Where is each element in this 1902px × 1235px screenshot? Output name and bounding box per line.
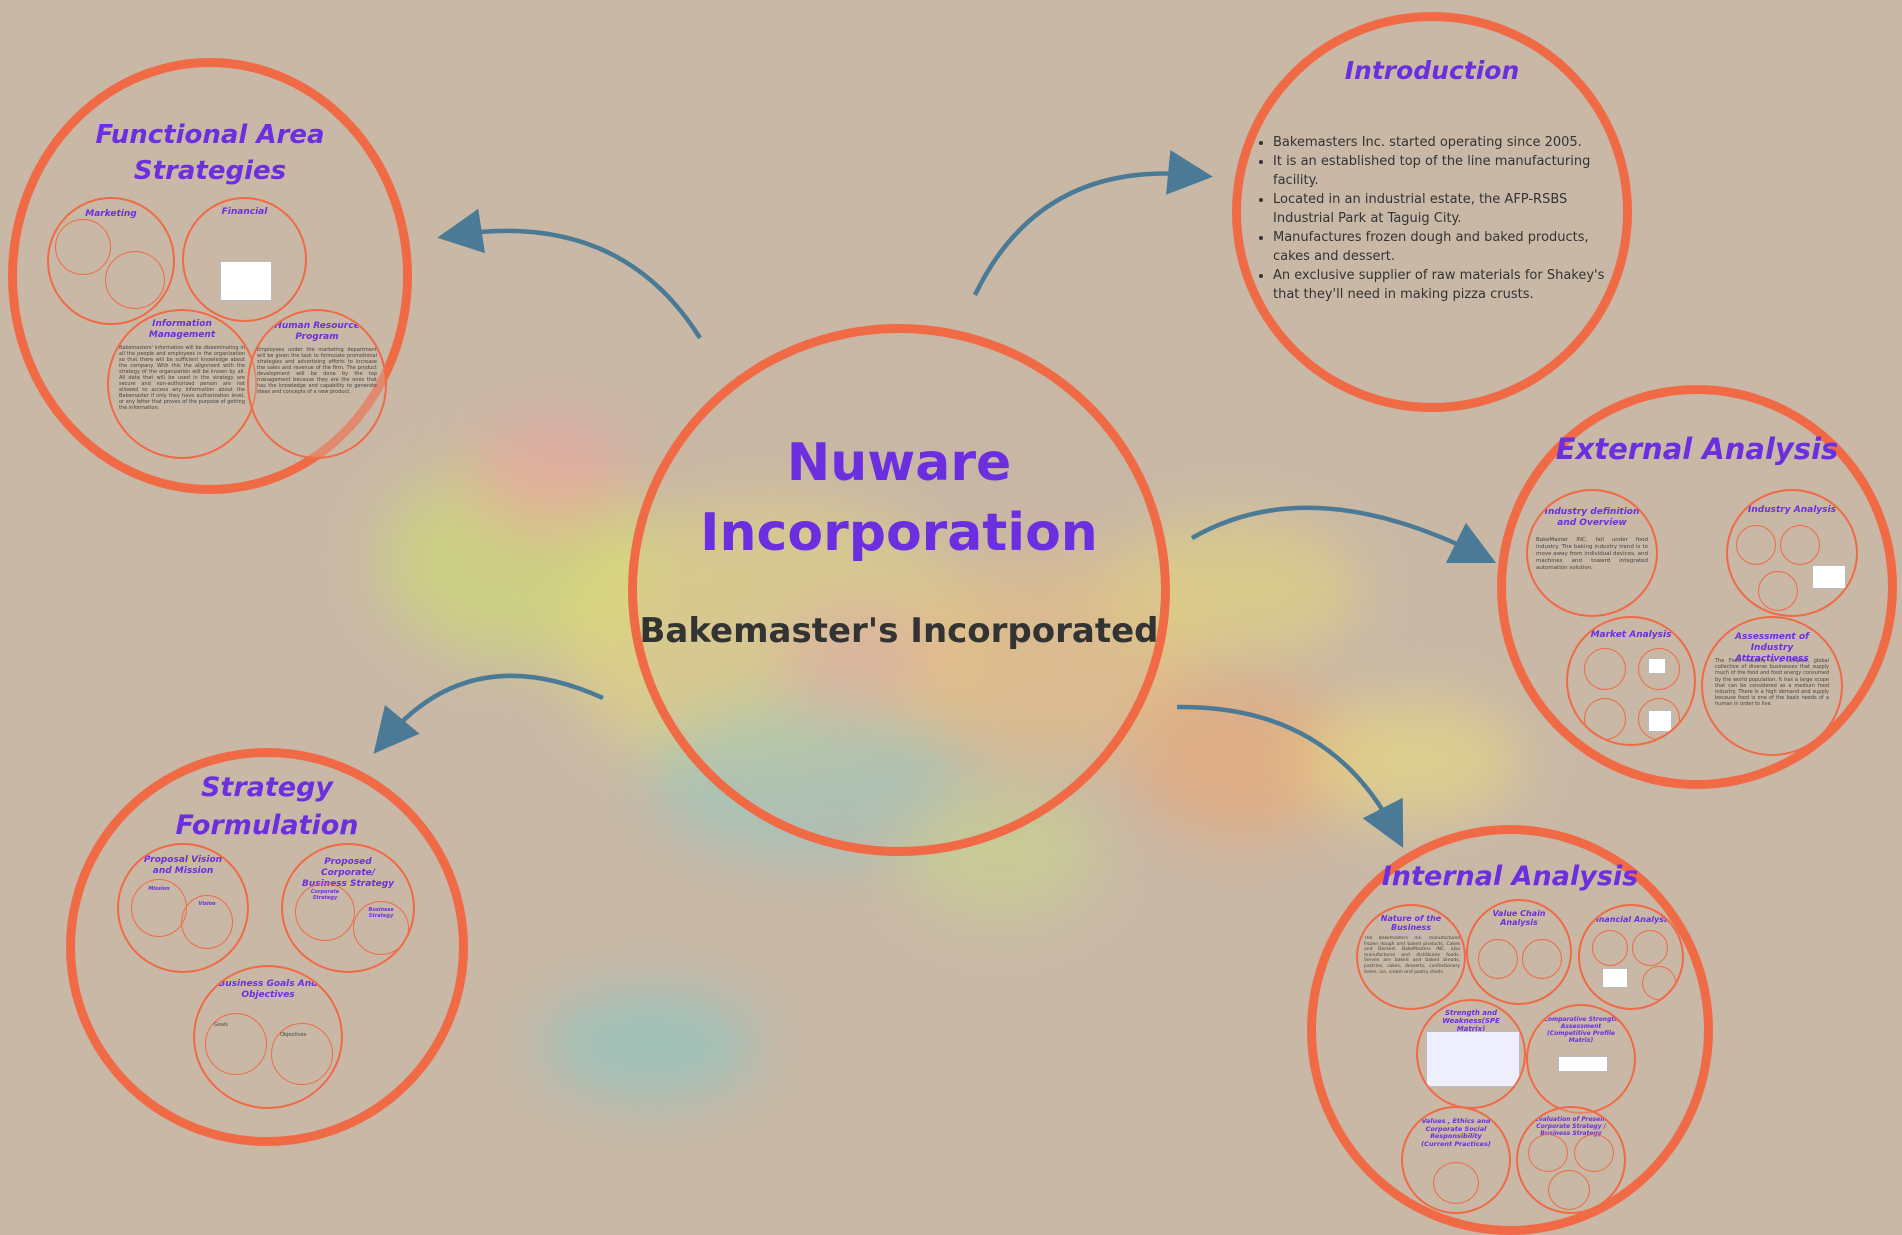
strategy-title: Strategy Formulation <box>175 772 359 841</box>
introduction-circle[interactable]: Introduction Bakemasters Inc. started op… <box>1232 12 1632 412</box>
financial-analysis-subcircle[interactable]: Financial Analysis <box>1578 904 1684 1010</box>
nature-business-subcircle[interactable]: Nature of the Business The Bakemasters I… <box>1356 904 1466 1010</box>
internal-financial-label: Financial Analysis <box>1590 915 1672 924</box>
external-title: External Analysis <box>1555 432 1839 466</box>
functional-title: Functional Area Strategies <box>95 120 325 186</box>
swot-label: Strength and Weakness(SPE Matrix) <box>1442 1009 1500 1033</box>
intro-bullet: Manufactures frozen dough and baked prod… <box>1273 228 1623 266</box>
center-subtitle: Bakemaster's Incorporated <box>639 611 1159 651</box>
industry-definition-subcircle[interactable]: Industry definition and Overview BakeMas… <box>1526 489 1658 617</box>
vision-mission-subcircle[interactable]: Proposal Vision and Mission Mission Visi… <box>117 843 249 973</box>
marketing-label: Marketing <box>85 209 137 219</box>
goals-objectives-label: Business Goals And Objectives <box>218 979 318 1000</box>
vision-mission-label: Proposal Vision and Mission <box>143 855 223 876</box>
financial-subcircle[interactable]: Financial <box>182 197 307 322</box>
strategy-formulation-circle[interactable]: Strategy Formulation Proposal Vision and… <box>66 748 468 1146</box>
external-analysis-circle[interactable]: External Analysis Industry definition an… <box>1497 385 1897 789</box>
evaluation-subcircle[interactable]: Evaluation of Present Corporate Strategy… <box>1516 1106 1626 1214</box>
center-circle[interactable]: Nuware Incorporation Bakemaster's Incorp… <box>628 324 1170 856</box>
functional-area-circle[interactable]: Functional Area Strategies Marketing Fin… <box>8 58 412 494</box>
corporate-strategy-subcircle[interactable]: Proposed Corporate/ Business Strategy Co… <box>281 843 415 973</box>
value-chain-subcircle[interactable]: Value Chain Analysis <box>1466 899 1572 1005</box>
assessment-text: The Food industry is a complex, global c… <box>1715 658 1829 708</box>
intro-bullet: It is an established top of the line man… <box>1273 152 1623 190</box>
value-chain-label: Value Chain Analysis <box>1492 909 1546 927</box>
nature-text: The Bakemasters Inc. manufactures frozen… <box>1364 936 1460 975</box>
values-label: Values , Ethics and Corporate Social Res… <box>1421 1117 1491 1148</box>
corporate-inner-label: Corporate Strategy <box>310 889 340 901</box>
mission-label: Mission <box>148 886 170 892</box>
hr-text: Employees under the marketing department… <box>257 347 377 395</box>
intro-bullet: Bakemasters Inc. started operating since… <box>1273 133 1623 152</box>
info-mgmt-label: Information Management <box>148 319 216 340</box>
financial-label: Financial <box>221 207 268 217</box>
industry-def-text: BakeMaster INC. fall under food industry… <box>1536 537 1648 571</box>
introduction-bullets: Bakemasters Inc. started operating since… <box>1259 133 1623 304</box>
market-analysis-label: Market Analysis <box>1590 630 1672 640</box>
industry-def-label: Industry definition and Overview <box>1544 507 1640 528</box>
center-title: Nuware Incorporation <box>700 433 1098 563</box>
arrow-to-introduction <box>972 150 1213 296</box>
information-management-subcircle[interactable]: Information Management Bakemasters' info… <box>107 309 257 459</box>
assessment-label: Assessment of Industry Attractiveness <box>1735 632 1809 664</box>
vision-label: Vision <box>198 901 216 907</box>
arrow-to-internal <box>1176 704 1404 849</box>
competitive-label: Comparative Strength Assessment (Competi… <box>1543 1016 1619 1044</box>
nature-label: Nature of the Business <box>1380 914 1442 932</box>
competitive-subcircle[interactable]: Comparative Strength Assessment (Competi… <box>1526 1004 1636 1114</box>
industry-analysis-label: Industry Analysis <box>1748 505 1836 515</box>
hr-label: Human Resource Program <box>274 321 360 342</box>
intro-bullet: An exclusive supplier of raw materials f… <box>1273 266 1623 304</box>
info-mgmt-text: Bakemasters' information will be dissemi… <box>119 345 245 411</box>
market-analysis-subcircle[interactable]: Market Analysis <box>1566 616 1696 746</box>
introduction-title: Introduction <box>1344 56 1520 85</box>
business-inner-label: Business Strategy <box>368 907 394 919</box>
objectives-inner-label: Objectives <box>280 1032 307 1038</box>
arrow-to-external <box>1190 505 1497 564</box>
internal-analysis-circle[interactable]: Internal Analysis Nature of the Business… <box>1307 825 1713 1235</box>
goals-inner-label: Goals <box>214 1022 228 1028</box>
arrow-to-functional <box>437 208 702 340</box>
corporate-strategy-label: Proposed Corporate/ Business Strategy <box>301 857 395 889</box>
arrow-to-strategy <box>373 673 604 754</box>
values-ethics-subcircle[interactable]: Values , Ethics and Corporate Social Res… <box>1401 1106 1511 1214</box>
assessment-attractiveness-subcircle[interactable]: Assessment of Industry Attractiveness Th… <box>1701 616 1843 756</box>
goals-objectives-subcircle[interactable]: Business Goals And Objectives Goals Obje… <box>193 965 343 1109</box>
swot-subcircle[interactable]: Strength and Weakness(SPE Matrix) <box>1416 999 1526 1109</box>
industry-analysis-subcircle[interactable]: Industry Analysis <box>1726 489 1858 617</box>
marketing-subcircle[interactable]: Marketing <box>47 197 175 325</box>
human-resource-subcircle[interactable]: Human Resource Program Employees under t… <box>247 309 387 459</box>
internal-title: Internal Analysis <box>1381 861 1639 892</box>
evaluation-label: Evaluation of Present Corporate Strategy… <box>1534 1116 1608 1137</box>
intro-bullet: Located in an industrial estate, the AFP… <box>1273 190 1623 228</box>
